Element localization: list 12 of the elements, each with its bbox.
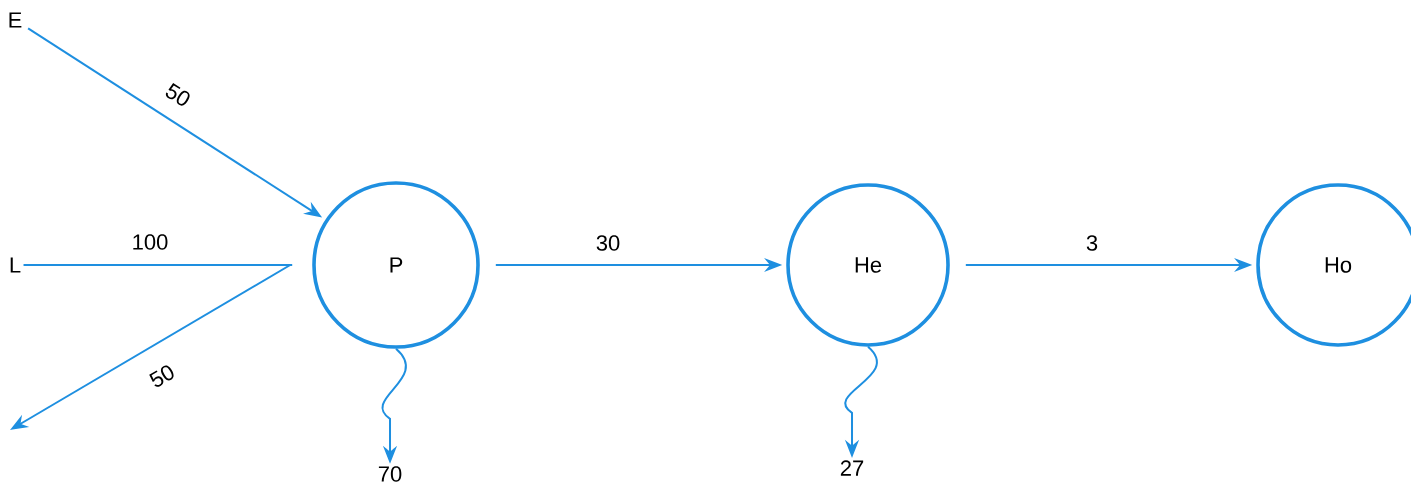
edge-label: 100 [129,232,171,252]
line [22,264,294,266]
node-label: E [9,12,22,28]
edge-label: 50 [144,360,180,392]
edge-label: 50 [160,79,196,111]
edge-label: 30 [593,233,623,253]
node-label: 70 [378,466,402,482]
circle-node: He [786,183,950,347]
circle-node: P [312,181,480,349]
edge-label: 3 [1083,233,1101,253]
node-label: L [10,257,21,273]
node-label: 27 [840,460,864,476]
